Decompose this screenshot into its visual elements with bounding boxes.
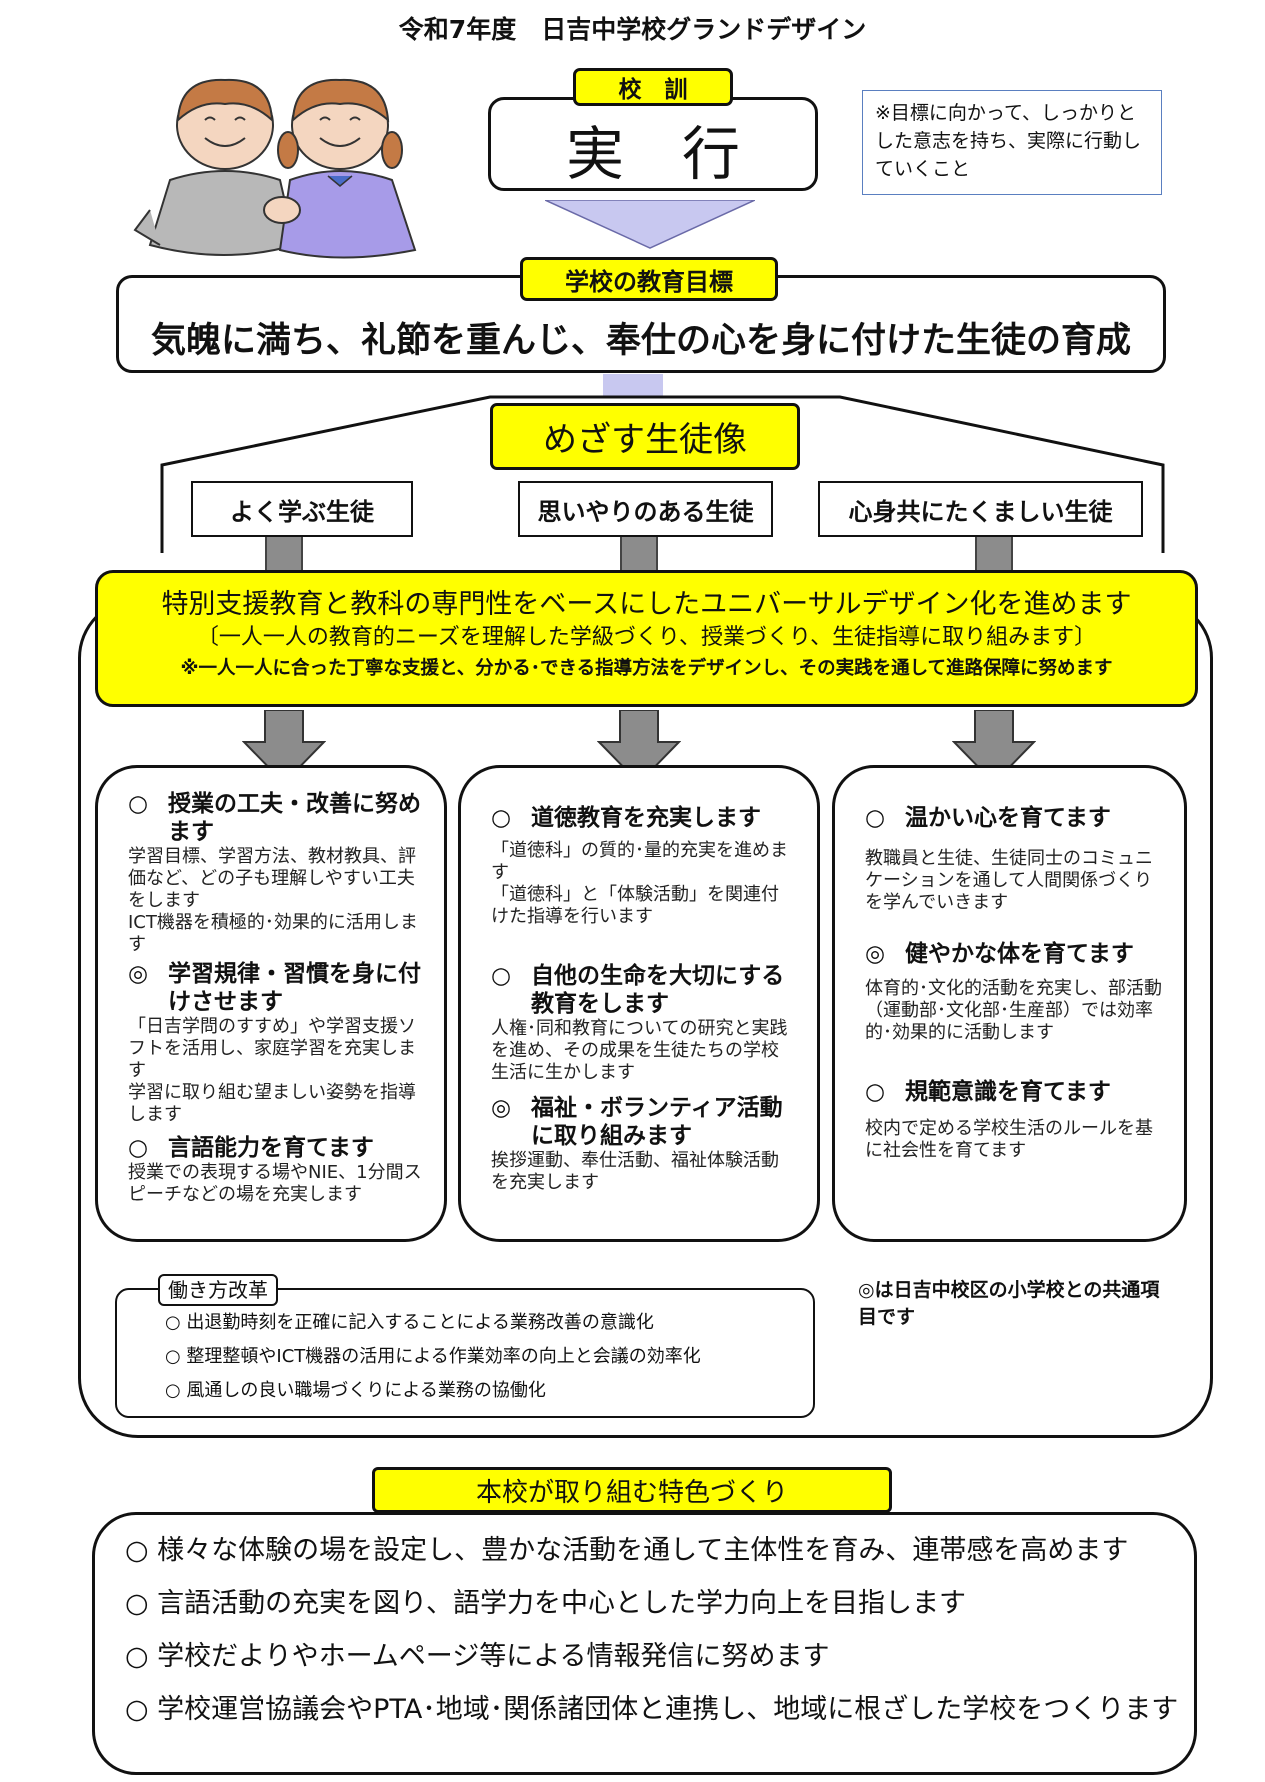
work-reform-label: 働き方改革 [158, 1274, 278, 1306]
work-reform-item-1: ○ 出退勤時刻を正確に記入することによる業務改善の意識化 [165, 1312, 654, 1333]
column-1-item-1-body-2: ICT機器を積極的･効果的に活用します [128, 912, 418, 955]
features-item-2: ○ 言語活動の充実を図り、語学力を中心とした学力向上を目指します [125, 1588, 967, 1619]
column-1-item-1-body-1: 学習目標、学習方法、教材教具、評価など、どの子も理解しやすい工夫をします [128, 846, 416, 911]
policy-line-3: ※一人一人に合った丁寧な支援と、分かる･できる指導方法をデザインし、その実践を通… [180, 658, 1113, 679]
column-3-item-2-heading: ◎健やかな体を育てます [865, 941, 1134, 967]
motto-note: ※目標に向かって、しっかりとした意志を持ち、実際に行動していくこと [862, 90, 1162, 195]
column-1-item-2-heading: ◎学習規律・習慣を身に付けさせます [128, 961, 421, 1015]
column-3-item-1-heading: ○温かい心を育てます [865, 805, 1111, 831]
column-2-item-2-heading: ○自他の生命を大切にする教育をします [491, 963, 785, 1017]
features-item-1: ○ 様々な体験の場を設定し、豊かな活動を通して主体性を育み、連帯感を高めます [125, 1535, 1129, 1566]
work-reform-item-2: ○ 整理整頓やICT機器の活用による作業効率の向上と会議の効率化 [165, 1346, 701, 1367]
motto-text: 実 行 [565, 120, 740, 188]
motto-box: 実 行 [488, 97, 818, 191]
work-reform-box: ○ 出退勤時刻を正確に記入することによる業務改善の意識化 ○ 整理整頓やICT機… [115, 1288, 815, 1418]
ideal-item-learn: よく学ぶ生徒 [191, 481, 413, 537]
down-arrow-icon [545, 200, 755, 249]
features-label: 本校が取り組む特色づくり [372, 1467, 892, 1513]
column-1-item-2-body-1: 「日吉学問のすすめ」や学習支援ソフトを活用し、家庭学習を充実します [128, 1016, 416, 1081]
column-1-item-1-heading: ○授業の工夫・改善に努めます [128, 791, 421, 845]
gray-down-arrow-icon [597, 710, 681, 785]
column-3-item-3-body-1: 校内で定める学校生活のルールを基に社会性を育てます [865, 1118, 1153, 1161]
column-2-item-3-heading: ◎福祉・ボランティア活動に取り組みます [491, 1095, 783, 1149]
column-3-item-2-body-1: 体育的･文化的活動を充実し、部活動（運動部･文化部･生産部）では効率的･効果的に… [865, 978, 1162, 1043]
column-learning: ○授業の工夫・改善に努めます 学習目標、学習方法、教材教具、評価など、どの子も理… [95, 765, 447, 1242]
column-body: ○温かい心を育てます 教職員と生徒、生徒同士のコミュニケーションを通して人間関係… [832, 765, 1187, 1242]
features-item-4: ○ 学校運営協議会やPTA･地域･関係諸団体と連携し、地域に根ざした学校をつくり… [125, 1694, 1179, 1725]
connector-bar [975, 537, 1013, 572]
goal-label: 学校の教育目標 [520, 257, 778, 301]
goal-text: 気魄に満ち、礼節を重んじ、奉仕の心を身に付けた生徒の育成 [150, 321, 1131, 361]
column-heart: ○道徳教育を充実します 「道徳科」の質的･量的充実を進めます 「道徳科」と「体験… [458, 765, 820, 1242]
policy-line-2: 〔一人一人の教育的ニーズを理解した学級づくり、授業づくり、生徒指導に取り組みます… [196, 625, 1097, 650]
policy-line-1: 特別支援教育と教科の専門性をベースにしたユニバーサルデザイン化を進めます [161, 589, 1132, 620]
column-1-item-3-body-1: 授業での表現する場やNIE、1分間スピーチなどの場を充実します [128, 1162, 422, 1205]
gray-down-arrow-icon [952, 710, 1036, 785]
work-reform-item-3: ○ 風通しの良い職場づくりによる業務の協働化 [165, 1380, 546, 1401]
connector-bar [265, 537, 303, 572]
column-2-item-2-body-1: 人権･同和教育についての研究と実践を進め、その成果を生徒たちの学校生活に生かしま… [491, 1018, 788, 1083]
column-2-item-1-body-1: 「道徳科」の質的･量的充実を進めます [491, 840, 788, 883]
column-1-item-3-heading: ○言語能力を育てます [128, 1135, 374, 1161]
policy-box: 特別支援教育と教科の専門性をベースにしたユニバーサルデザイン化を進めます 〔一人… [95, 570, 1198, 707]
column-2-item-1-heading: ○道徳教育を充実します [491, 805, 761, 831]
goal-box: 気魄に満ち、礼節を重んじ、奉仕の心を身に付けた生徒の育成 [116, 275, 1166, 373]
gray-down-arrow-icon [242, 710, 326, 785]
ideal-item-caring: 思いやりのある生徒 [518, 481, 773, 537]
connector-bar [620, 537, 658, 572]
features-item-3: ○ 学校だよりやホームページ等による情報発信に努めます [125, 1641, 830, 1672]
column-3-item-1-body-1: 教職員と生徒、生徒同士のコミュニケーションを通して人間関係づくりを学んでいきます [865, 848, 1153, 913]
page-title: 令和7年度 日吉中学校グランドデザイン [398, 15, 867, 44]
features-box: ○ 様々な体験の場を設定し、豊かな活動を通して主体性を育み、連帯感を高めます ○… [92, 1512, 1197, 1775]
column-1-item-2-body-2: 学習に取り組む望ましい姿勢を指導します [128, 1082, 416, 1125]
common-note: ◎は日吉中校区の小学校との共通項目です [858, 1279, 1160, 1328]
column-2-item-1-body-2: 「道徳科」と「体験活動」を関連付けた指導を行います [491, 884, 779, 927]
ideal-label: めざす生徒像 [490, 403, 800, 470]
students-illustration [133, 78, 417, 259]
ideal-item-strong: 心身共にたくましい生徒 [818, 481, 1143, 537]
column-3-item-3-heading: ○規範意識を育てます [865, 1079, 1111, 1105]
motto-label: 校 訓 [573, 68, 733, 106]
column-2-item-3-body-1: 挨拶運動、奉仕活動、福祉体験活動を充実します [491, 1150, 779, 1193]
